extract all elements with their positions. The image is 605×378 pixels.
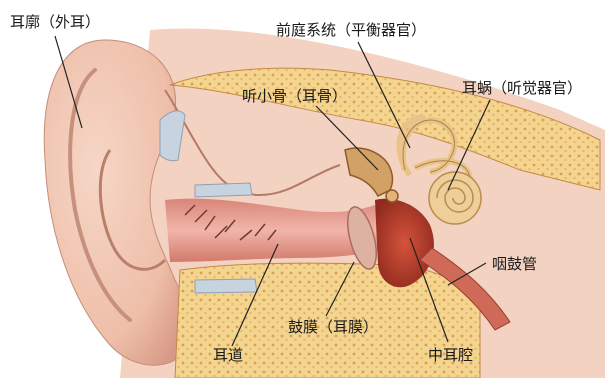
label-vestibular-system: 前庭系统（平衡器官） (276, 21, 426, 39)
label-auricle: 耳廓（外耳） (10, 13, 100, 31)
label-ossicles: 听小骨（耳骨） (242, 87, 347, 105)
label-eustachian-tube: 咽鼓管 (492, 255, 537, 273)
label-middle-ear: 中耳腔 (428, 346, 473, 364)
label-eardrum: 鼓膜（耳膜） (288, 318, 378, 336)
cochlea-shape (429, 172, 481, 224)
label-ear-canal: 耳道 (213, 346, 243, 364)
label-cochlea: 耳蜗（听觉器官） (462, 79, 582, 97)
cartilage-lower (195, 279, 257, 293)
ossicle-stapes (386, 190, 398, 202)
cartilage-upper (195, 183, 252, 197)
